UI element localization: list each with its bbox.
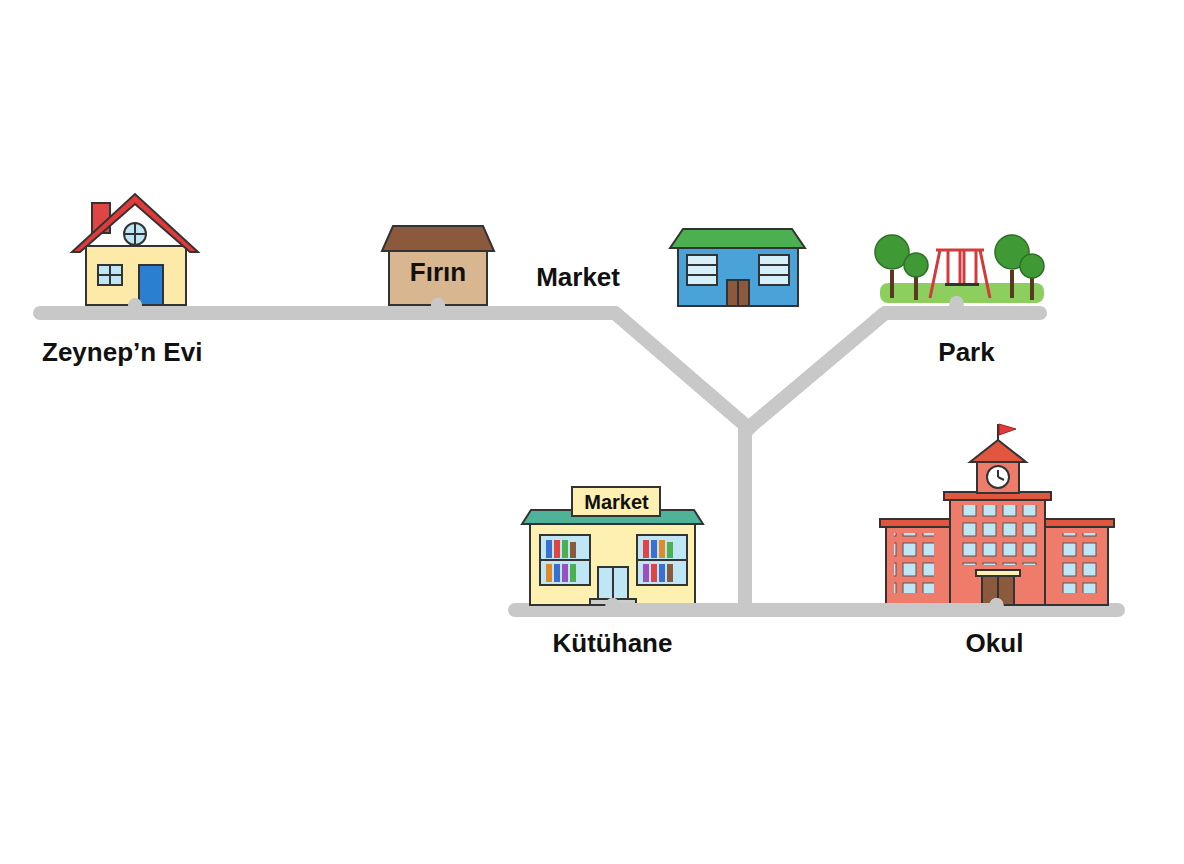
road [745,303,997,610]
road [438,305,745,610]
place-label: Park [938,337,994,367]
building-sign: Market [584,489,648,515]
library-drawing [522,487,703,605]
bakery-node: Fırın [382,225,494,305]
park-node: Park [868,233,1045,303]
place-label: Market [536,262,620,292]
market-node: Market [670,228,805,306]
market-building-drawing [670,229,805,306]
school-node: Okul [880,425,1113,605]
bakery-drawing [382,226,494,305]
place-label: Okul [966,628,1024,658]
road-stub [40,313,1118,610]
house-drawing [72,194,198,305]
place-label: Kütühane [553,628,673,658]
road [438,305,997,610]
house-node: Zeynep’n Evi [72,193,198,305]
school-drawing [880,424,1114,605]
road [135,305,438,313]
library-node: MarketKütühane [522,487,703,605]
road [613,303,957,610]
building-sign: Fırın [410,257,466,287]
park-drawing [875,235,1044,303]
place-label: Zeynep’n Evi [42,337,202,367]
